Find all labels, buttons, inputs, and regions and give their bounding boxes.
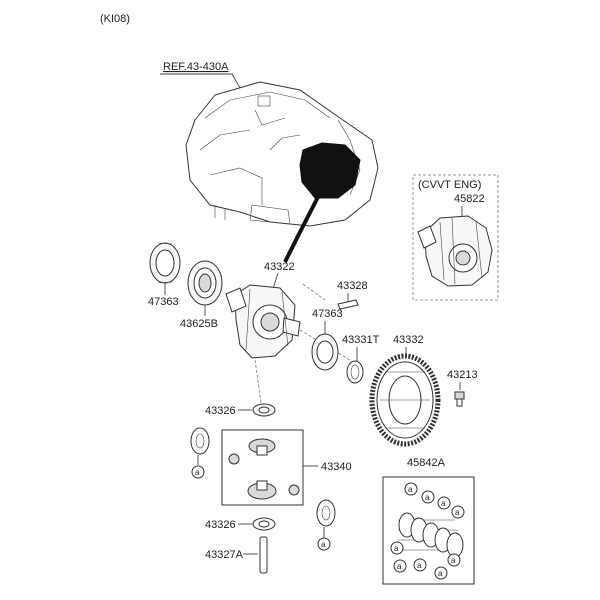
- shim-43331t[interactable]: [346, 360, 364, 384]
- bearing-43625b[interactable]: [187, 260, 223, 306]
- callout-a-right[interactable]: a: [317, 537, 331, 551]
- cvvt-box: (CVVT ENG) 45822: [412, 174, 499, 301]
- pinion-shaft-43327a[interactable]: [259, 536, 268, 574]
- svg-text:a: a: [455, 508, 460, 517]
- kit-callout-1: a: [404, 482, 418, 496]
- kit-box-45842a[interactable]: a a a a a a a a a: [382, 476, 475, 585]
- washer-43326-top[interactable]: [252, 403, 276, 417]
- kit-spring-set: [398, 512, 464, 558]
- side-gear-top: [248, 438, 276, 456]
- label-45822[interactable]: 45822: [454, 193, 485, 205]
- bolt-43213[interactable]: [454, 391, 465, 407]
- cvvt-title: (CVVT ENG): [418, 179, 481, 191]
- housing-pointer: [283, 196, 320, 263]
- label-43326-top[interactable]: 43326: [205, 405, 236, 417]
- thrust-washer-left[interactable]: [190, 427, 210, 455]
- kit-callout-8: a: [434, 566, 448, 580]
- svg-text:a: a: [438, 569, 443, 578]
- cvvt-differential-case[interactable]: [417, 215, 493, 287]
- label-43213[interactable]: 43213: [447, 369, 478, 381]
- svg-text:a: a: [408, 485, 413, 494]
- label-43322[interactable]: 43322: [264, 261, 295, 273]
- label-43326-bottom[interactable]: 43326: [205, 519, 236, 531]
- thrust-washer-right[interactable]: [316, 499, 336, 527]
- label-43331t[interactable]: 43331T: [342, 334, 380, 346]
- svg-text:a: a: [425, 493, 430, 502]
- kit-callout-4: a: [451, 505, 465, 519]
- model-code: (KI08): [100, 13, 130, 25]
- oil-seal-47363-right[interactable]: [311, 333, 339, 371]
- washer-43326-bottom[interactable]: [252, 517, 276, 531]
- gear-set-43340[interactable]: [221, 429, 304, 506]
- svg-text:a: a: [441, 499, 446, 508]
- svg-text:a: a: [195, 468, 200, 477]
- pin-43328[interactable]: [337, 299, 359, 310]
- kit-callout-6: a: [393, 559, 407, 573]
- transaxle-housing[interactable]: [185, 81, 379, 227]
- kit-callout-5: a: [390, 541, 404, 555]
- svg-text:a: a: [417, 561, 422, 570]
- label-47363-right[interactable]: 47363: [312, 308, 343, 320]
- label-43625b[interactable]: 43625B: [180, 318, 218, 330]
- label-43327a[interactable]: 43327A: [205, 549, 244, 561]
- kit-callout-9: a: [447, 553, 461, 567]
- label-43340[interactable]: 43340: [321, 461, 352, 473]
- label-47363-left[interactable]: 47363: [148, 296, 179, 308]
- differential-opening: [299, 142, 361, 199]
- callout-a-left[interactable]: a: [191, 465, 205, 479]
- label-43332[interactable]: 43332: [393, 334, 424, 346]
- svg-text:a: a: [321, 540, 326, 549]
- side-gear-bottom: [247, 480, 277, 500]
- ref-label[interactable]: REF.43-430A: [163, 61, 229, 73]
- kit-callout-7: a: [413, 558, 427, 572]
- label-45842a[interactable]: 45842A: [407, 457, 446, 469]
- differential-case-43322[interactable]: [225, 284, 301, 359]
- kit-callout-3: a: [437, 496, 451, 510]
- oil-seal-47363-left[interactable]: [149, 242, 181, 284]
- svg-text:a: a: [394, 544, 399, 553]
- pinion-left: [228, 453, 240, 465]
- label-43328[interactable]: 43328: [337, 280, 368, 292]
- svg-text:a: a: [397, 562, 402, 571]
- kit-callout-2: a: [421, 490, 435, 504]
- svg-text:a: a: [451, 556, 456, 565]
- ring-gear-43332[interactable]: [369, 353, 441, 447]
- pinion-right: [288, 484, 300, 496]
